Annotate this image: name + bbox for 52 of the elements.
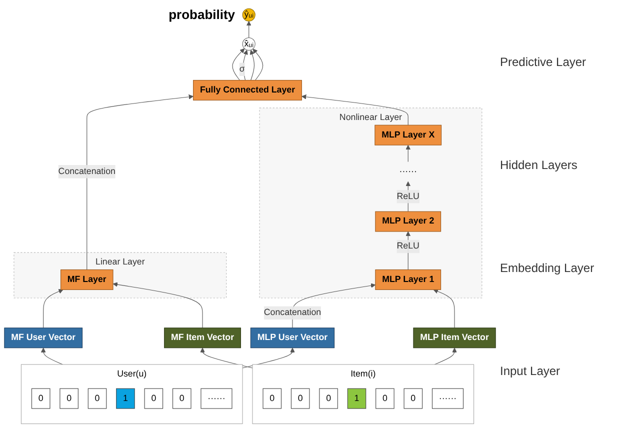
node-text: ······ [399, 166, 417, 176]
layer-label: Input Layer [500, 364, 562, 378]
arrow [112, 282, 203, 328]
node-box: 0 [60, 388, 78, 409]
node-box: MF User Vector [4, 328, 83, 348]
node-box: 0 [144, 388, 164, 409]
arrow [252, 48, 264, 81]
edge-label: Concatenation [58, 166, 116, 176]
node-box: ······ [432, 388, 464, 409]
layer-label: Hidden Layers [500, 158, 578, 172]
node-box: 1 [116, 388, 135, 409]
arrow [406, 144, 411, 162]
node-box: ······ [200, 388, 232, 409]
layer-label: Predictive Layer [500, 54, 588, 68]
node-box: 0 [404, 388, 423, 409]
arrow [250, 50, 254, 81]
arrow [232, 48, 245, 81]
node-box: 0 [262, 388, 282, 409]
arrow [434, 348, 457, 365]
node-box: MLP Layer 1 [375, 269, 442, 290]
arrow [242, 348, 295, 368]
arrow [406, 231, 411, 270]
node-box: 0 [290, 388, 310, 409]
node-circle: ŷᵤᵢ [242, 8, 256, 22]
node-box: 0 [376, 388, 394, 409]
arrow [406, 181, 411, 212]
arrow [86, 94, 194, 270]
node-box: MLP User Vector [250, 328, 335, 348]
node-circle: x̂ᵤᵢ [242, 38, 256, 51]
layer-label: Embedding Layer [500, 260, 596, 274]
output-caption: probability [168, 7, 236, 22]
edge-label: Concatenation [264, 308, 322, 318]
node-box: MF Item Vector [164, 328, 241, 348]
node-box: 0 [31, 388, 50, 409]
arrow [200, 348, 253, 368]
arrow [246, 20, 252, 38]
node-box: 0 [88, 388, 107, 409]
edge-label: ReLU [396, 192, 420, 202]
arrow [433, 289, 455, 328]
edge-label: ReLU [396, 241, 420, 251]
node-box: MLP Layer X [374, 124, 442, 146]
node-box: MLP Layer 2 [375, 211, 442, 232]
arrow [40, 348, 64, 365]
node-box: Fully Connected Layer [193, 80, 302, 100]
arrow [43, 289, 64, 328]
node-box: MF Layer [60, 269, 114, 290]
node-box: 0 [319, 388, 338, 409]
arrow [301, 94, 408, 126]
node-box: MLP Item Vector [413, 328, 496, 348]
node-box: 1 [347, 388, 366, 409]
edge-label: σ [239, 64, 245, 74]
node-box: 0 [172, 388, 192, 409]
